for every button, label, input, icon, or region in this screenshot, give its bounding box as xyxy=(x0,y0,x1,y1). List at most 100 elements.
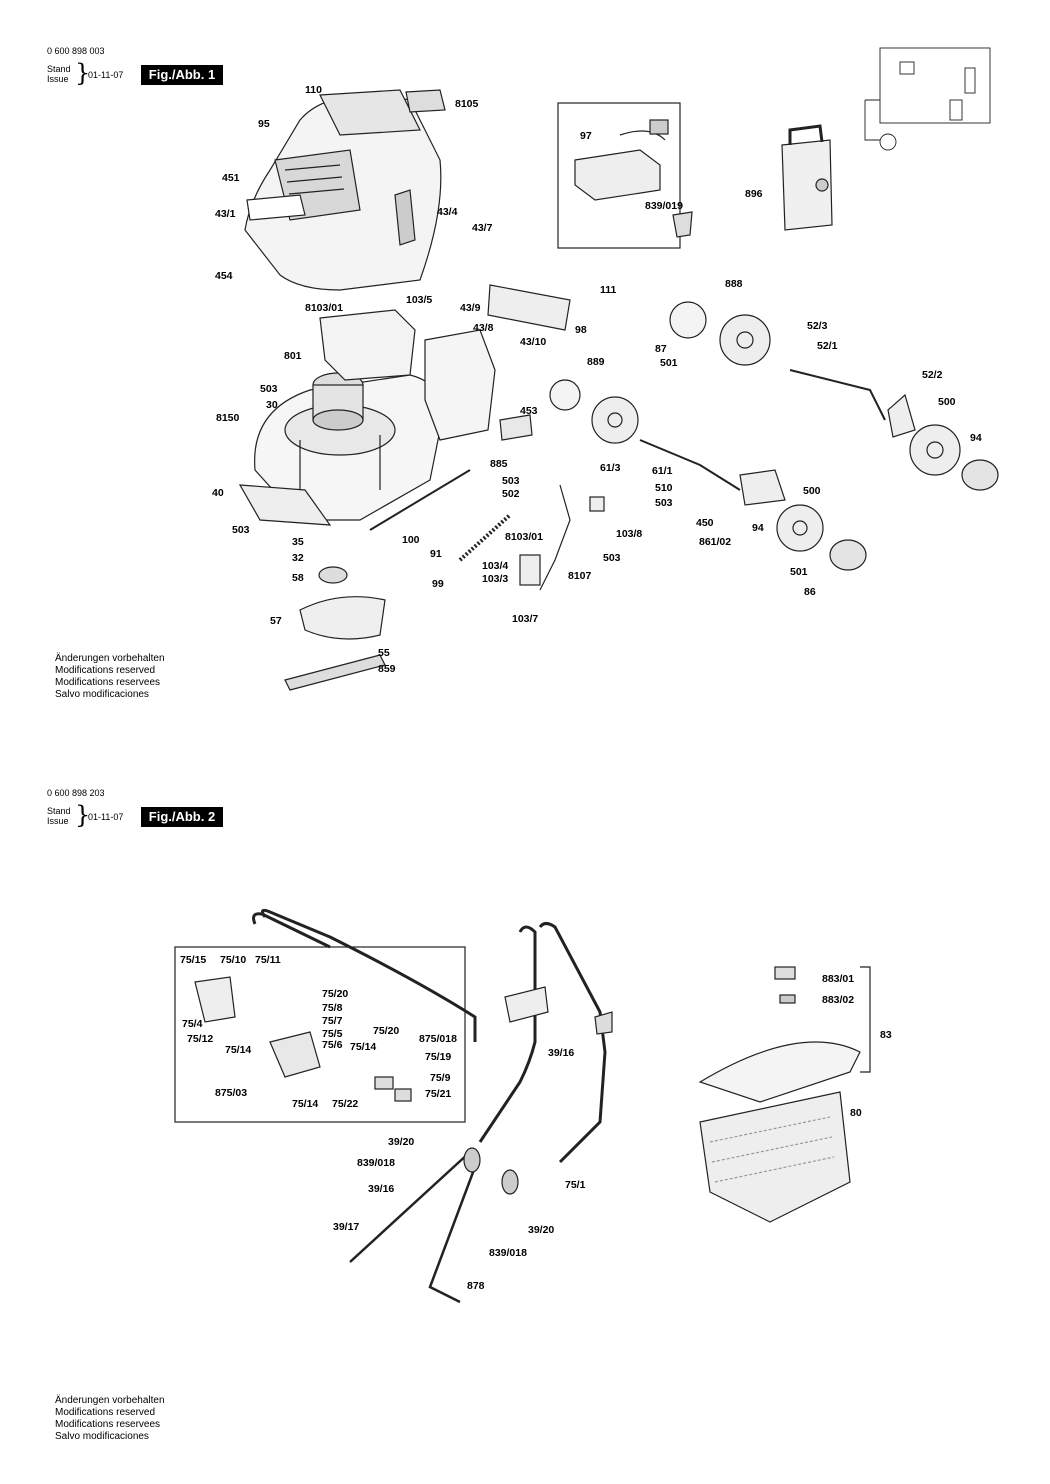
part-label: 43/10 xyxy=(520,336,547,348)
stand-issue-label: Stand Issue xyxy=(47,806,71,826)
part-label: 454 xyxy=(215,270,233,282)
part-label: 75/7 xyxy=(322,1015,343,1027)
part-label: 57 xyxy=(270,615,282,627)
part-label: 39/17 xyxy=(333,1221,360,1233)
part-label: 58 xyxy=(292,572,304,584)
part-label: 501 xyxy=(660,357,678,369)
part-label: 503 xyxy=(260,383,278,395)
part-label: 55 xyxy=(378,647,390,659)
part-label: 8150 xyxy=(216,412,240,424)
parts-sheet-1: 0 600 898 003 Stand Issue } 01-11-07 Fig… xyxy=(47,46,999,700)
part-label: 75/20 xyxy=(373,1025,400,1037)
part-label: 500 xyxy=(938,396,956,408)
part-label: 43/7 xyxy=(472,222,493,234)
part-label: 103/8 xyxy=(616,528,643,540)
part-label: 61/1 xyxy=(652,465,673,477)
part-label: 839/019 xyxy=(645,200,683,212)
part-label: 103/4 xyxy=(482,560,509,572)
part-label: 103/5 xyxy=(406,294,433,306)
handle-frame-drawing xyxy=(349,922,613,1304)
part-number: 0 600 898 003 xyxy=(47,46,105,56)
brace-icon: } xyxy=(75,801,91,829)
part-label: 75/14 xyxy=(350,1041,377,1053)
part-label: 75/14 xyxy=(225,1044,252,1056)
part-label: 39/16 xyxy=(368,1183,395,1195)
part-label: 100 xyxy=(402,534,420,546)
part-label: 30 xyxy=(266,399,278,411)
parts-sheet-2: 0 600 898 203 Stand Issue } 01-11-07 Fig… xyxy=(0,742,1050,1484)
part-label: 503 xyxy=(502,475,520,487)
part-label: 859 xyxy=(378,663,396,675)
part-label: 75/6 xyxy=(322,1039,343,1051)
part-label: 43/4 xyxy=(437,206,458,218)
battery-drawing xyxy=(781,124,833,231)
part-label: 885 xyxy=(490,458,508,470)
part-label: 500 xyxy=(803,485,821,497)
part-label: 35 xyxy=(292,536,304,548)
charger-inset-frame xyxy=(557,102,681,249)
part-label: 43/1 xyxy=(215,208,236,220)
switch-box-drawing xyxy=(194,976,412,1102)
part-label: 98 xyxy=(575,324,587,336)
part-label: 43/8 xyxy=(473,322,494,334)
part-label: 503 xyxy=(655,497,673,509)
part-label: 103/7 xyxy=(512,613,539,625)
motor-drawing xyxy=(312,372,364,431)
part-label: 453 xyxy=(520,405,538,417)
part-label: 8103/01 xyxy=(305,302,343,314)
part-label: 502 xyxy=(502,488,520,500)
part-label: 8105 xyxy=(455,98,479,110)
part-label: 40 xyxy=(212,487,224,499)
part-label: 75/9 xyxy=(430,1072,451,1084)
wheel-assembly-drawing xyxy=(549,301,999,571)
part-label: 75/15 xyxy=(180,954,207,966)
part-label: 103/3 xyxy=(482,573,509,585)
part-label: 39/16 xyxy=(548,1047,575,1059)
part-label: 99 xyxy=(432,578,444,590)
figure-label: Fig./Abb. 2 xyxy=(141,807,223,827)
part-label: 503 xyxy=(603,552,621,564)
part-label: 94 xyxy=(752,522,764,534)
part-label: 503 xyxy=(232,524,250,536)
part-label: 75/19 xyxy=(425,1051,452,1063)
change-notice: Änderungen vorbehalten Modifications res… xyxy=(55,653,165,700)
part-label: 8103/01 xyxy=(505,531,543,543)
part-label: 86 xyxy=(804,586,816,598)
part-label: 450 xyxy=(696,517,714,529)
part-label: 97 xyxy=(580,130,592,142)
part-label: 75/5 xyxy=(322,1028,343,1040)
issue-date: 01-11-07 xyxy=(88,812,124,822)
stand-issue-label: Stand Issue xyxy=(47,64,71,84)
part-label: 43/9 xyxy=(460,302,481,314)
part-label: 87 xyxy=(655,343,667,355)
part-label: 883/02 xyxy=(822,994,855,1006)
part-label: 878 xyxy=(467,1280,485,1292)
part-label: 110 xyxy=(305,84,322,96)
part-label: 839/018 xyxy=(489,1247,527,1259)
part-label: 75/11 xyxy=(255,954,281,966)
exploded-view-drawing-1 xyxy=(238,47,999,691)
part-label: 75/21 xyxy=(425,1088,452,1100)
part-label: 39/20 xyxy=(528,1224,555,1236)
part-label: 61/3 xyxy=(600,462,621,474)
battery-tray-drawing xyxy=(319,309,416,381)
part-label: 75/14 xyxy=(292,1098,319,1110)
part-label: 875/018 xyxy=(419,1033,457,1045)
part-label: 52/3 xyxy=(807,320,828,332)
part-label: 896 xyxy=(745,188,763,200)
part-label: 39/20 xyxy=(388,1136,415,1148)
part-label: 839/018 xyxy=(357,1157,395,1169)
part-label: 95 xyxy=(258,118,270,130)
part-label: 883/01 xyxy=(822,973,855,985)
part-label: 501 xyxy=(790,566,808,578)
wiring-diagram xyxy=(864,47,991,151)
part-label: 889 xyxy=(587,356,605,368)
spring-and-wiring-drawing xyxy=(369,469,605,591)
part-label: 111 xyxy=(600,284,617,296)
part-label: 75/1 xyxy=(565,1179,586,1191)
part-label: 510 xyxy=(655,482,673,494)
rear-panel-drawing xyxy=(424,284,571,441)
part-label: 75/20 xyxy=(322,988,349,1000)
part-label: 91 xyxy=(430,548,442,560)
grass-box-drawing xyxy=(698,966,871,1223)
